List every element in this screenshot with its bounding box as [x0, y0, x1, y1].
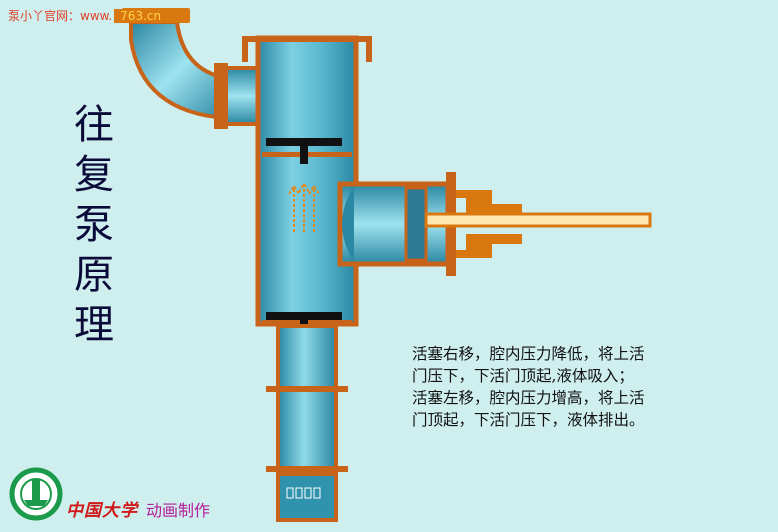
explanation-line: 活塞左移，腔内压力增高，将上活 — [412, 389, 645, 407]
discharge-valve — [262, 138, 352, 164]
explanation-line: 门压下，下活门顶起,液体吸入； — [412, 367, 634, 385]
diagram-title: 往复泵原理 — [74, 102, 114, 348]
flow-arrows — [288, 182, 320, 232]
explanation-line: 门顶起，下活门压下，液体排出。 — [412, 411, 645, 429]
watermark-domain: 763.cn — [114, 9, 168, 23]
watermark-prefix: 泵小丫官网：www. — [8, 9, 113, 23]
piston-rod — [424, 212, 652, 228]
university-seal-logo — [9, 467, 63, 521]
university-name: 中国大学 — [66, 501, 138, 521]
animation-credit: 动画制作 — [146, 501, 211, 520]
stuffing-box — [424, 190, 652, 258]
pump-chamber — [242, 35, 372, 327]
explanation-text: 活塞右移，腔内压力降低，将上活 门压下，下活门顶起,液体吸入； 活塞左移，腔内压… — [412, 343, 722, 431]
piston — [404, 186, 428, 262]
watermark-url: 泵小丫官网：www.763.cn — [8, 7, 168, 24]
explanation-line: 活塞右移，腔内压力降低，将上活 — [412, 345, 645, 363]
suction-pipe — [266, 324, 348, 522]
